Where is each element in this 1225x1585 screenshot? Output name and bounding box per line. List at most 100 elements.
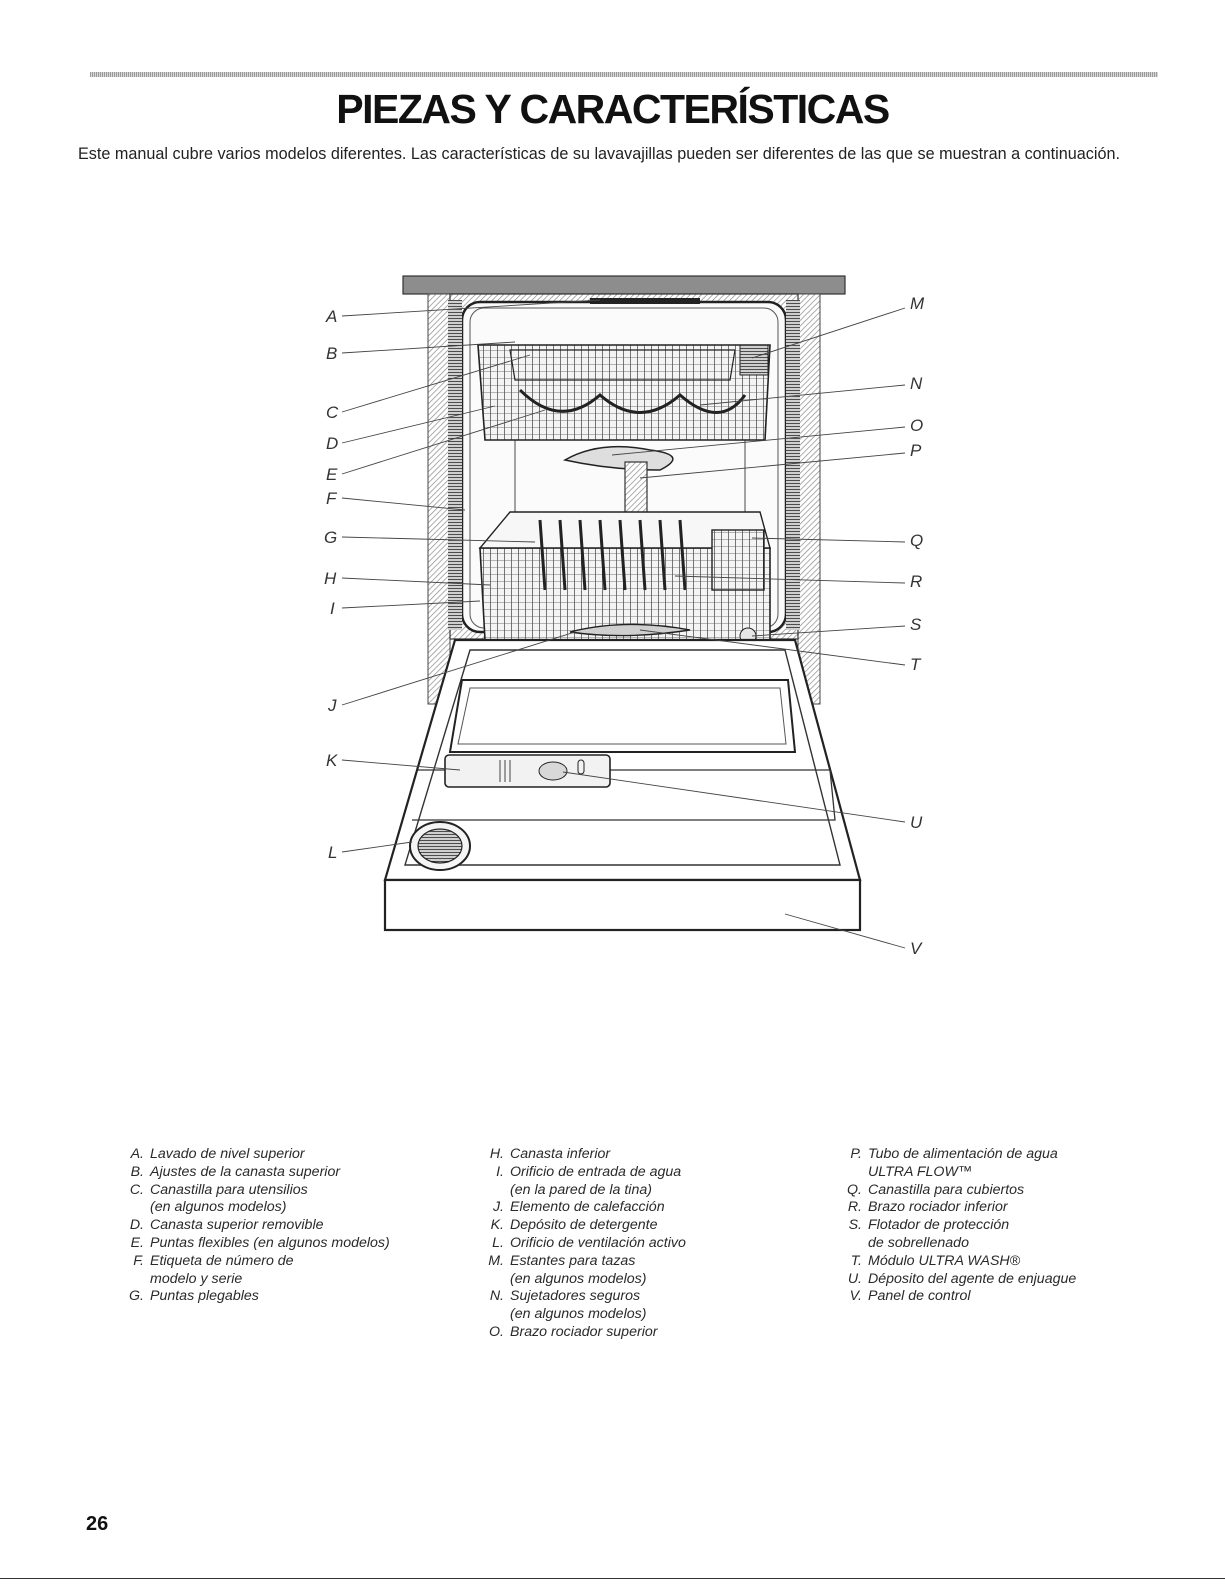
- legend-letter: C.: [129, 1181, 144, 1198]
- legend-letter: D.: [129, 1217, 144, 1234]
- legend-letter: L.: [492, 1234, 504, 1251]
- legend-letter: N.: [489, 1288, 504, 1305]
- callout-j: J: [327, 696, 337, 715]
- callout-d: D: [326, 434, 338, 453]
- callout-v: V: [910, 939, 923, 958]
- bottom-rule: [0, 1578, 1225, 1579]
- callout-o: O: [910, 416, 923, 435]
- legend-text: Depósito de detergente: [510, 1217, 658, 1234]
- legend-item: I.Orificio de entrada de agua (en la par…: [484, 1164, 784, 1200]
- cabinet-walls: [427, 293, 821, 705]
- callout-k: K: [326, 751, 338, 770]
- upper-rack: [477, 344, 771, 441]
- callout-s: S: [910, 615, 922, 634]
- legend-column-1: A. Lavado de nivel superior B. Ajustes de …: [124, 1146, 424, 1306]
- legend-item: T. Módulo ULTRA WASH®: [842, 1253, 1172, 1271]
- legend-letter: M.: [488, 1252, 504, 1269]
- top-rule: [90, 72, 1158, 77]
- callout-c: C: [326, 403, 339, 422]
- legend-letter: K.: [490, 1217, 504, 1234]
- legend-item: J. Elemento de calefacción: [484, 1199, 784, 1217]
- legend-letter: O.: [489, 1323, 504, 1340]
- legend-text: Ajustes de la canasta superior: [150, 1163, 341, 1180]
- callout-n: N: [910, 374, 923, 393]
- callouts-left: A B C D E F G H I J K L: [324, 307, 339, 862]
- callout-g: G: [324, 528, 337, 547]
- legend-letter: T.: [850, 1252, 862, 1269]
- legend-column-3: P. Tubo de alimentación de agua ULTRA FLO…: [842, 1146, 1172, 1306]
- callout-u: U: [910, 813, 923, 832]
- legend-item: V. Panel de control: [842, 1288, 1172, 1306]
- legend-item: F. Etiqueta de número de modelo y serie: [124, 1253, 424, 1289]
- legend-text: Flotador de protección de sobrellenado: [868, 1217, 1010, 1251]
- legend-text: Brazo rociador superior: [510, 1323, 658, 1340]
- legend-letter: J.: [492, 1199, 504, 1216]
- legend-item: M.Estantes para tazas (en algunos modelo…: [484, 1253, 784, 1289]
- legend-item: L.Orificio de ventilación activo: [484, 1235, 784, 1253]
- legend-letter: Q.: [847, 1181, 862, 1198]
- legend-text: Puntas flexibles (en algunos modelos): [150, 1234, 390, 1251]
- legend-text: Sujetadores seguros (en algunos modelos): [510, 1288, 647, 1323]
- lower-rack: [478, 511, 771, 641]
- legend-text: Etiqueta de número de modelo y serie: [150, 1252, 294, 1287]
- callout-p: P: [910, 441, 922, 460]
- legend-item: O. Brazo rociador superior: [484, 1324, 784, 1342]
- legend-text: Brazo rociador inferior: [868, 1199, 1008, 1216]
- callout-e: E: [326, 465, 338, 484]
- intro-paragraph: Este manual cubre varios modelos diferen…: [78, 145, 1120, 163]
- legend-letter: H.: [489, 1146, 504, 1162]
- legend-item: E. Puntas flexibles (en algunos modelos): [124, 1235, 424, 1253]
- legend-letter: U.: [847, 1270, 862, 1287]
- legend-item: B. Ajustes de la canasta superior: [124, 1164, 424, 1182]
- legend-text: Lavado de nivel superior: [150, 1146, 305, 1162]
- legend-column-2: H.Canasta inferior I.Orificio de entrada…: [484, 1146, 784, 1342]
- legend-text: Módulo ULTRA WASH®: [868, 1252, 1021, 1269]
- legend-letter: A.: [130, 1146, 144, 1162]
- legend-text: Orificio de entrada de agua (en la pared…: [510, 1163, 682, 1198]
- callout-t: T: [910, 655, 922, 674]
- control-panel: [383, 878, 862, 932]
- legend-letter: F.: [133, 1252, 144, 1269]
- legend-item: S. Flotador de protección de sobrellenado: [842, 1217, 1172, 1253]
- legend-text: Tubo de alimentación de agua ULTRA FLOW™: [868, 1146, 1058, 1180]
- legend-letter: R.: [847, 1199, 862, 1216]
- legend-item: K. Depósito de detergente: [484, 1217, 784, 1235]
- page-title: PIEZAS Y CARACTERÍSTICAS: [336, 86, 890, 132]
- legend-item: R. Brazo rociador inferior: [842, 1199, 1172, 1217]
- legend-item: H.Canasta inferior: [484, 1146, 784, 1164]
- legend-item: P. Tubo de alimentación de agua ULTRA FLO…: [842, 1146, 1172, 1182]
- legend-text: Déposito del agente de enjuague: [868, 1270, 1077, 1287]
- callout-r: R: [910, 572, 922, 591]
- detergent-dispenser: [444, 754, 611, 788]
- legend-item: A. Lavado de nivel superior: [124, 1146, 424, 1164]
- legend-text: Puntas plegables: [150, 1288, 259, 1305]
- legend-letter: V.: [849, 1288, 862, 1305]
- legend-text: Elemento de calefacción: [510, 1199, 665, 1216]
- callout-a: A: [325, 307, 337, 326]
- legend-letter: B.: [130, 1163, 144, 1180]
- callouts-right: M N O P Q R S T U V: [910, 294, 925, 958]
- callout-b: B: [326, 344, 337, 363]
- legend-item: Q. Canastilla para cubiertos: [842, 1182, 1172, 1200]
- legend-item: C. Canastilla para utensilios (en algunos…: [124, 1182, 424, 1218]
- callout-f: F: [326, 489, 338, 508]
- legend-item: N. Sujetadores seguros (en algunos modelo…: [484, 1288, 784, 1324]
- page-number: 26: [86, 1513, 109, 1535]
- vent: [409, 821, 471, 871]
- callout-q: Q: [910, 531, 923, 550]
- legend-letter: G.: [129, 1288, 144, 1305]
- callout-m: M: [910, 294, 925, 313]
- legend-text: Canasta superior removible: [150, 1217, 324, 1234]
- legend-item: D. Canasta superior removible: [124, 1217, 424, 1235]
- legend-item: G. Puntas plegables: [124, 1288, 424, 1306]
- dishwasher-diagram: A B C D E F G H I J K L M N O P Q R S T …: [324, 275, 925, 958]
- legend-letter: S.: [848, 1217, 862, 1234]
- legend-letter: E.: [130, 1234, 144, 1251]
- legend-text: Panel de control: [868, 1288, 971, 1305]
- callout-h: H: [324, 569, 337, 588]
- legend-text: Canastilla para utensilios (en algunos m…: [150, 1181, 308, 1216]
- legend-text: Canastilla para cubiertos: [868, 1181, 1025, 1198]
- leader-lines: [341, 299, 906, 949]
- callout-l: L: [328, 843, 337, 862]
- legend-letter: P.: [850, 1146, 862, 1162]
